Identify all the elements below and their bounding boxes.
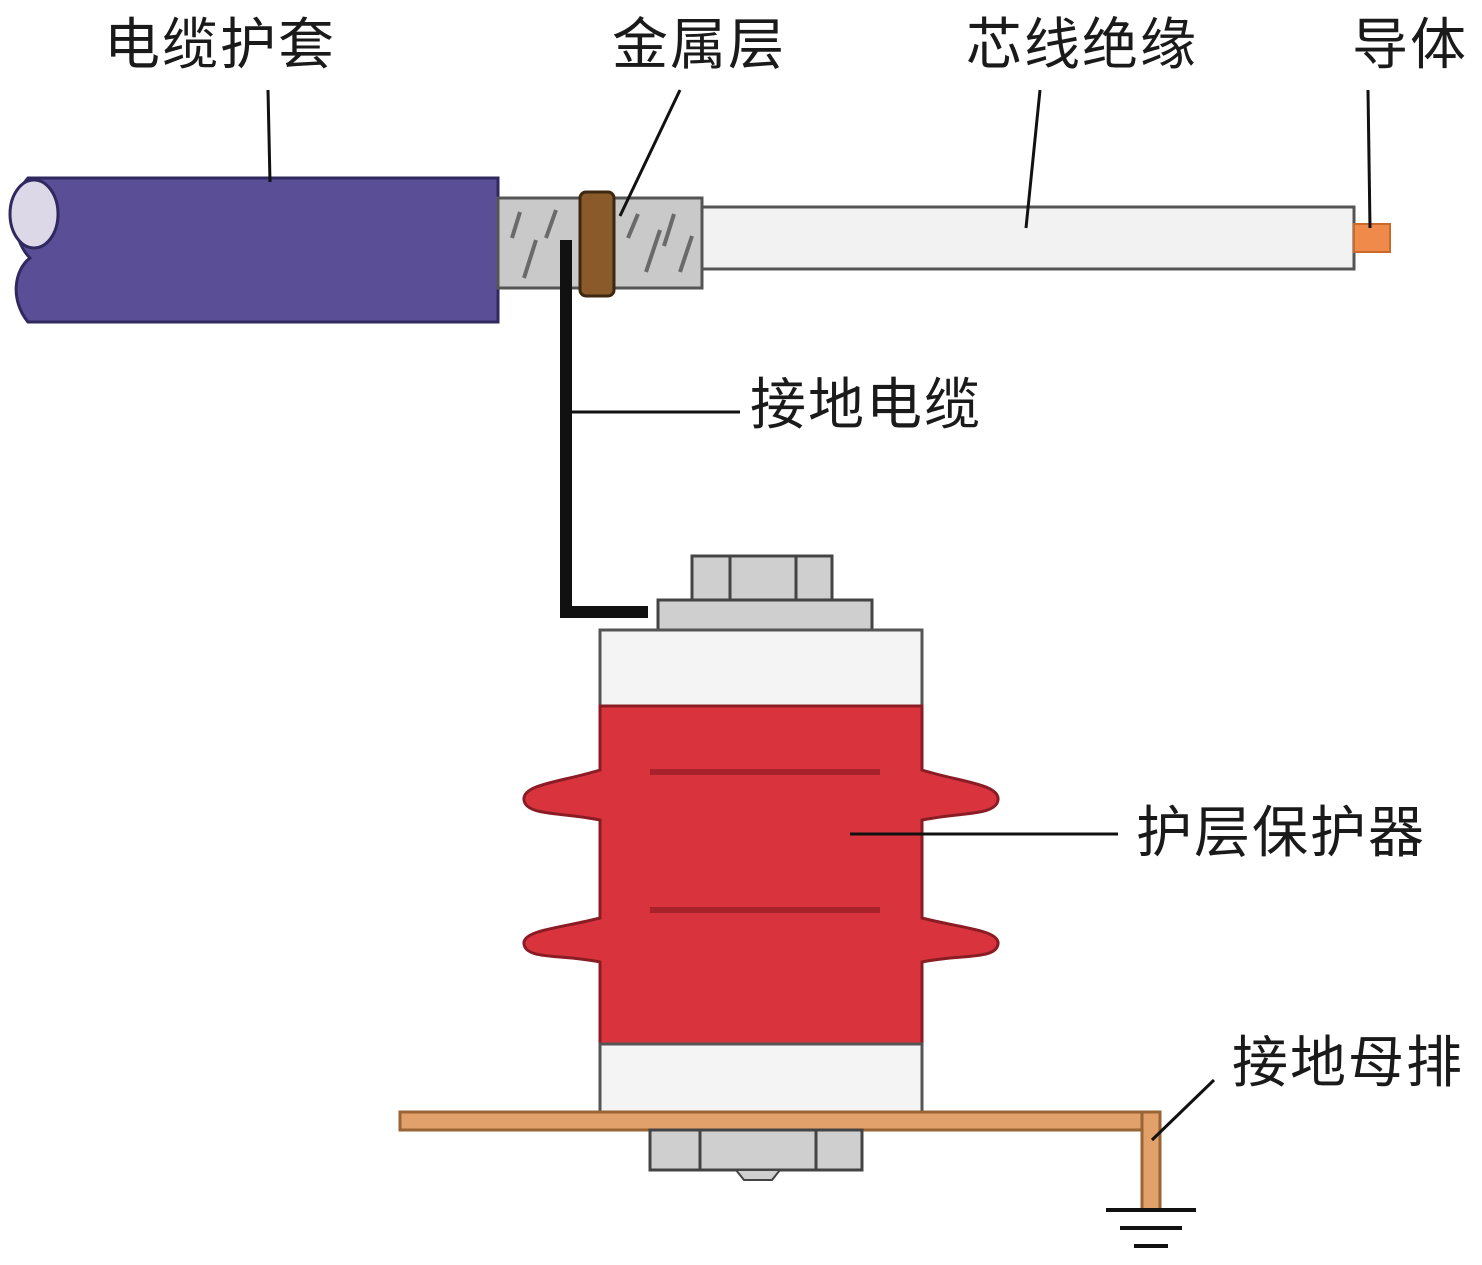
metal-layer-band bbox=[578, 190, 616, 298]
leader-ground-busbar bbox=[1150, 1078, 1216, 1142]
label-sheath-protector: 护层保护器 bbox=[1136, 801, 1426, 866]
cable-sheath bbox=[8, 176, 500, 324]
leader-metal-layer bbox=[618, 89, 682, 217]
ground-symbol-icon bbox=[1106, 1208, 1196, 1248]
label-ground-cable: 接地电缆 bbox=[750, 373, 982, 438]
protector-bottom-nut bbox=[648, 1128, 864, 1181]
protector-lower-cap bbox=[598, 1042, 924, 1114]
protector-body bbox=[522, 704, 1000, 1046]
leader-conductor bbox=[1366, 89, 1372, 229]
protector-upper-cap bbox=[598, 628, 924, 708]
sheath-end-face bbox=[8, 178, 60, 250]
leader-core-insulation bbox=[1024, 89, 1042, 229]
label-cable-sheath: 电缆护套 bbox=[104, 13, 336, 78]
leader-lines bbox=[266, 89, 1372, 1142]
leader-cable-sheath bbox=[266, 89, 272, 183]
label-conductor: 导体 bbox=[1352, 13, 1468, 78]
label-metal-layer: 金属层 bbox=[612, 13, 786, 78]
ground-cable-wire bbox=[560, 240, 648, 618]
protector-top-terminal bbox=[656, 554, 874, 634]
label-ground-busbar: 接地母排 bbox=[1232, 1031, 1464, 1096]
label-core-insulation: 芯线绝缘 bbox=[966, 13, 1198, 78]
conductor-tip bbox=[1353, 223, 1391, 253]
